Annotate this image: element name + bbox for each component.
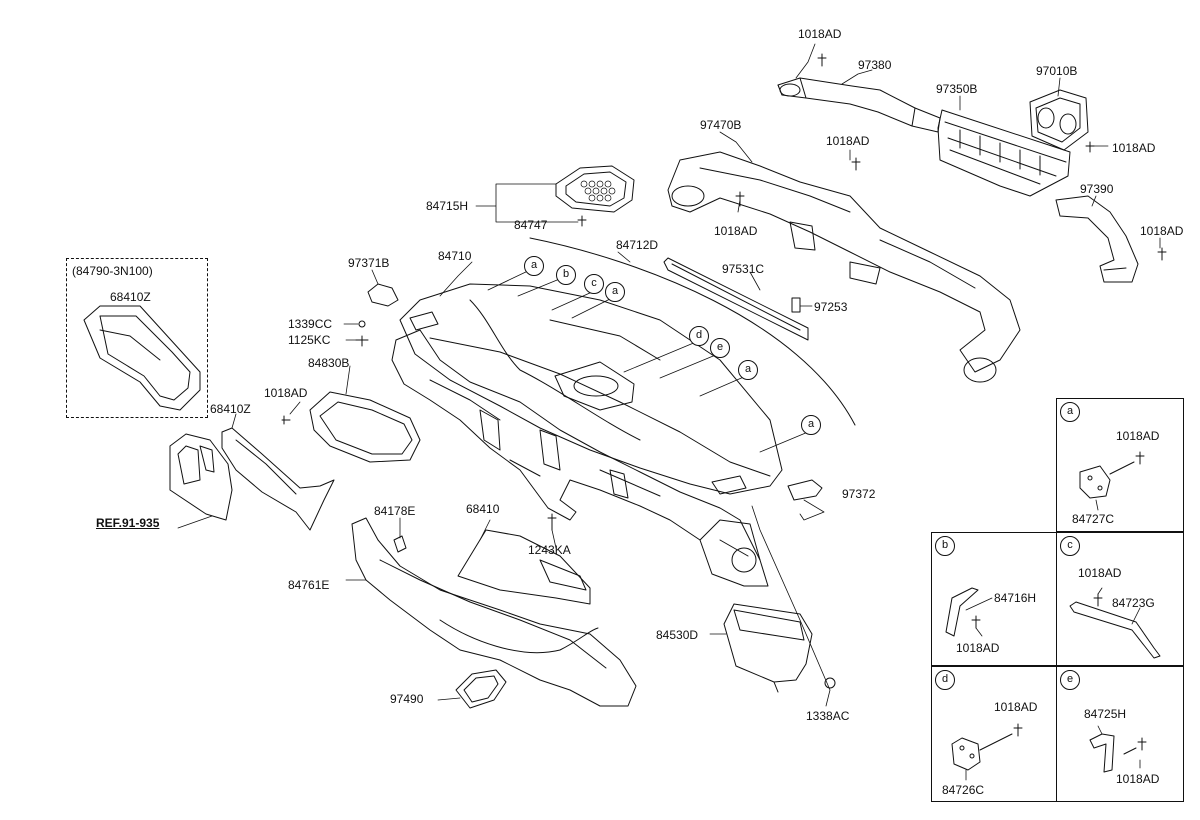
part-label: 97372 bbox=[842, 487, 876, 501]
part-label: 84710 bbox=[438, 249, 472, 263]
part-label: 1339CC bbox=[288, 317, 333, 331]
part-label: 84761E bbox=[288, 578, 330, 592]
part-label: 97470B bbox=[700, 118, 742, 132]
detail-b-fastener-label: 1018AD bbox=[956, 641, 1000, 655]
crash-pad-84710-shape bbox=[399, 283, 783, 495]
detail-b-bracket-shape bbox=[945, 587, 993, 637]
cluster-fascia-68410z-kit-shape bbox=[83, 305, 201, 411]
part-label: 68410Z bbox=[210, 402, 251, 416]
part-label: 1018AD bbox=[826, 134, 870, 148]
part-label: 84178E bbox=[374, 504, 416, 518]
duct-97470b-shape bbox=[667, 151, 1021, 383]
detail-e-fastener-label: 1018AD bbox=[1116, 772, 1160, 786]
part-label: 68410Z bbox=[110, 290, 151, 304]
part-label: 1243KA bbox=[528, 543, 571, 557]
airbag-84530d-shape bbox=[723, 603, 813, 693]
part-label: 1018AD bbox=[1112, 141, 1156, 155]
detail-b-circle: b bbox=[935, 536, 955, 556]
cluster-housing-84830b-shape bbox=[309, 391, 421, 463]
part-label: 97253 bbox=[814, 300, 848, 314]
callout-circle: d bbox=[689, 326, 709, 346]
detail-d-bracket-shape bbox=[951, 723, 1023, 781]
part-label: 84530D bbox=[656, 628, 699, 642]
part-label: 1018AD bbox=[798, 27, 842, 41]
callout-circle: c bbox=[584, 274, 604, 294]
detail-d-circle: d bbox=[935, 670, 955, 690]
part-label: 1018AD bbox=[714, 224, 758, 238]
detail-b-part-label: 84716H bbox=[994, 591, 1037, 605]
seal-84712d-shape bbox=[529, 237, 856, 426]
defrost-grille-97531c-shape bbox=[663, 257, 809, 341]
detail-e-bracket-shape bbox=[1089, 725, 1147, 773]
leader-lines bbox=[177, 43, 1161, 707]
vent-97010b-shape bbox=[1029, 89, 1089, 151]
side-trim-68410z-shape bbox=[221, 427, 335, 531]
detail-c-part-label: 84723G bbox=[1112, 596, 1155, 610]
part-label: 97380 bbox=[858, 58, 892, 72]
detail-a-fastener-label: 1018AD bbox=[1116, 429, 1160, 443]
detail-d-fastener-label: 1018AD bbox=[994, 700, 1038, 714]
part-label: 97350B bbox=[936, 82, 978, 96]
detail-panel-e bbox=[1056, 666, 1184, 802]
detail-a-bracket-shape bbox=[1079, 451, 1145, 511]
duct-97390-shape bbox=[1055, 195, 1139, 283]
part-label: 97390 bbox=[1080, 182, 1114, 196]
part-label: 1018AD bbox=[1140, 224, 1184, 238]
speaker-grille-84715h-shape bbox=[555, 165, 635, 213]
detail-a-part-label: 84727C bbox=[1072, 512, 1115, 526]
callout-circle: b bbox=[556, 265, 576, 285]
part-label: 1125KC bbox=[288, 333, 331, 347]
detail-c-fastener-label: 1018AD bbox=[1078, 566, 1122, 580]
vent-register-97350b-shape bbox=[937, 109, 1071, 197]
part-label: 84830B bbox=[308, 356, 350, 370]
callout-circle: a bbox=[605, 282, 625, 302]
detail-a-circle: a bbox=[1060, 402, 1080, 422]
part-label: 97010B bbox=[1036, 64, 1078, 78]
detail-c-circle: c bbox=[1060, 536, 1080, 556]
duct-97380-shape bbox=[777, 77, 941, 133]
callout-circle: a bbox=[738, 360, 758, 380]
part-label: 97371B bbox=[348, 256, 390, 270]
side-panel-ref-shape bbox=[169, 433, 233, 521]
part-label: 84715H bbox=[426, 199, 469, 213]
kit-code-label: (84790-3N100) bbox=[72, 264, 153, 278]
callout-circle: a bbox=[524, 256, 544, 276]
cowl-crossmember-shape bbox=[391, 329, 769, 587]
panel-68410-shape bbox=[457, 529, 591, 605]
detail-e-part-label: 84725H bbox=[1084, 707, 1127, 721]
ref-link[interactable]: REF.91-935 bbox=[96, 516, 160, 530]
part-label: 84747 bbox=[514, 218, 548, 232]
part-label: 97490 bbox=[390, 692, 424, 706]
part-label: 97531C bbox=[722, 262, 765, 276]
detail-panel-c bbox=[1056, 532, 1184, 666]
callout-circle: e bbox=[710, 338, 730, 358]
kit-box bbox=[66, 258, 208, 418]
lower-panel-84761e-shape bbox=[351, 517, 637, 707]
detail-e-circle: e bbox=[1060, 670, 1080, 690]
part-label: 68410 bbox=[466, 502, 500, 516]
callout-circle: a bbox=[801, 415, 821, 435]
part-label: 1018AD bbox=[264, 386, 308, 400]
part-label: 1338AC bbox=[806, 709, 850, 723]
part-label: 84712D bbox=[616, 238, 659, 252]
detail-panel-a bbox=[1056, 398, 1184, 532]
detail-c-bracket-shape bbox=[1069, 587, 1161, 659]
detail-d-part-label: 84726C bbox=[942, 783, 985, 797]
